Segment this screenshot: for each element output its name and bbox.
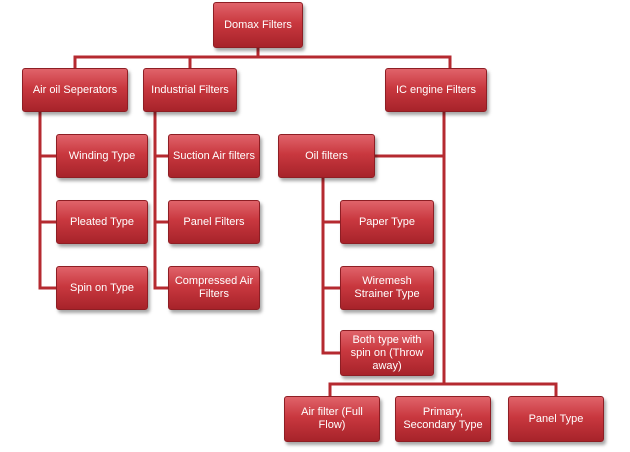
node-panel-filters: Panel Filters [168, 200, 260, 244]
node-panel-type: Panel Type [508, 396, 604, 442]
node-ic-engine-filters: IC engine Filters [385, 68, 487, 112]
node-wiremesh-strainer-type: Wiremesh Strainer Type [340, 266, 434, 310]
node-paper-type: Paper Type [340, 200, 434, 244]
node-oil-filters: Oil filters [278, 134, 375, 178]
node-air-filter-full-flow: Air filter (Full Flow) [284, 396, 380, 442]
node-both-type-spin-on: Both type with spin on (Throw away) [340, 330, 434, 376]
node-domax-filters: Domax Filters [213, 2, 303, 48]
node-spin-on-type: Spin on Type [56, 266, 148, 310]
node-winding-type: Winding Type [56, 134, 148, 178]
node-industrial-filters: Industrial Filters [143, 68, 237, 112]
node-compressed-air-filters: Compressed Air Filters [168, 266, 260, 310]
node-air-oil-separators: Air oil Seperators [22, 68, 128, 112]
node-suction-air-filters: Suction Air filters [168, 134, 260, 178]
node-primary-secondary-type: Primary, Secondary Type [395, 396, 491, 442]
node-pleated-type: Pleated Type [56, 200, 148, 244]
